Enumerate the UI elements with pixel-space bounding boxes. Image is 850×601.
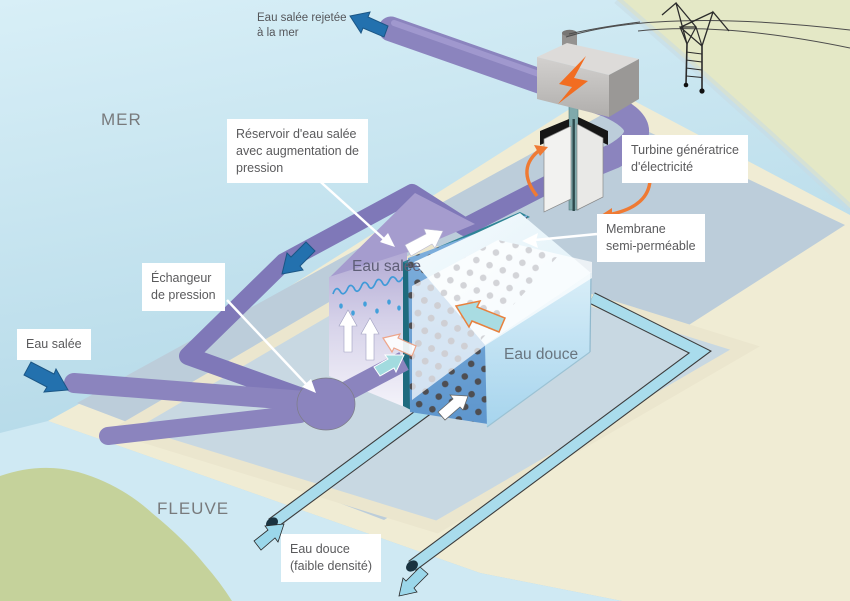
generator-wire xyxy=(568,21,641,35)
supply-flow-arrow xyxy=(437,394,469,421)
pylon-arms xyxy=(661,1,730,47)
water-surface-wave xyxy=(332,276,404,295)
turbine-callout: Turbine génératrice d'électricité xyxy=(622,135,748,183)
exchanger-pointer-head xyxy=(302,379,316,393)
fresh-inlet-line1: Eau douce xyxy=(290,542,350,556)
turbine-generator xyxy=(525,29,652,222)
membrane-line1: Membrane xyxy=(606,222,666,236)
sea-discharge-line2: à la mer xyxy=(257,26,299,39)
osmosis-arrow-small xyxy=(382,333,417,357)
exchanger-stub-pipe xyxy=(99,405,309,445)
membrane-callout: Membrane semi-perméable xyxy=(597,214,705,262)
lightning-bolt-icon xyxy=(558,56,588,104)
river-bank xyxy=(0,467,232,601)
osmosis-unit: Eau salée Eau douce xyxy=(329,193,592,428)
river-return-pipe xyxy=(408,293,710,571)
turbine-blade-right xyxy=(576,123,604,211)
brine-flow-arrow xyxy=(281,241,316,275)
power-line-1 xyxy=(565,20,850,38)
callout-pointers xyxy=(226,174,598,385)
fresh-inlet-callout: Eau douce (faible densité) xyxy=(281,534,381,582)
fresh-chamber-face xyxy=(485,273,591,427)
osmosis-arrow xyxy=(454,299,506,333)
reservoir-callout: Réservoir d'eau salée avec augmentation … xyxy=(227,119,369,184)
river-region-label: FLEUVE xyxy=(157,499,230,518)
pylon-foot-right xyxy=(699,88,705,94)
pylon-rungs xyxy=(685,51,703,78)
exchanger-line1: Échangeur xyxy=(151,271,212,285)
reservoir-line1: Réservoir d'eau salée xyxy=(236,127,357,141)
sea-discharge-label: Eau salée rejetée à la mer xyxy=(257,11,347,41)
turbine-axis xyxy=(572,119,575,211)
fresh-side-label: Eau douce xyxy=(504,346,578,363)
membrane-line2: semi-perméable xyxy=(606,238,696,253)
exchanger-outlet-arrow xyxy=(373,354,405,377)
sea-intake-pipe xyxy=(64,373,328,412)
reservoir-line3: pression xyxy=(236,160,284,175)
tank-outlet-arrow xyxy=(404,228,444,257)
salt-chamber-top xyxy=(330,193,475,277)
salt-inlet-callout: Eau salée xyxy=(17,329,91,360)
power-line-2 xyxy=(637,28,850,49)
salt-side-label: Eau salée xyxy=(352,258,421,275)
sea-intake-arrow xyxy=(23,361,69,393)
fresh-chamber-edge xyxy=(589,272,592,353)
fresh-chamber-bottom-edge xyxy=(486,351,591,428)
generator-top xyxy=(537,43,639,75)
sea-discharge-line1: Eau salée rejetée xyxy=(257,12,347,24)
turbine-blade-left xyxy=(543,125,572,213)
electricity-pylon xyxy=(565,1,850,94)
rotation-arrow-left-head xyxy=(534,145,548,156)
high-pressure-pipe xyxy=(179,161,581,411)
river-intake-arrow xyxy=(253,523,285,551)
salt-inlet-line1: Eau salée xyxy=(26,337,82,351)
pylon-legs xyxy=(685,43,703,90)
return-pipe-mouth xyxy=(406,560,418,572)
river-outflow-arrow xyxy=(398,566,429,597)
exchanger-callout: Échangeur de pression xyxy=(142,263,225,311)
turbine-line2: d'électricité xyxy=(631,159,694,174)
reservoir-line2: avec augmentation de xyxy=(236,143,360,158)
exchanger-line2: de pression xyxy=(151,287,216,302)
turbine-line1: Turbine génératrice xyxy=(631,143,739,157)
generator-side xyxy=(609,59,639,117)
pressure-up-arrow-2 xyxy=(360,317,380,361)
reservoir-pointer-head xyxy=(380,233,395,247)
land-region xyxy=(617,0,850,208)
pylon-foot-left xyxy=(683,82,689,88)
pressure-up-arrow-1 xyxy=(338,309,358,353)
membrane-pointer-head xyxy=(522,233,538,248)
reservoir-pointer-line xyxy=(312,174,386,241)
sea-discharge-arrow xyxy=(349,11,389,38)
fresh-inlet-line2: (faible densité) xyxy=(290,558,372,573)
rotation-arrow-left xyxy=(525,147,543,198)
exchanger-pointer-line xyxy=(226,299,307,385)
osmosis-droplets xyxy=(339,299,401,316)
sea-region-label: MER xyxy=(101,110,142,129)
membrane-pointer-line xyxy=(534,232,598,242)
